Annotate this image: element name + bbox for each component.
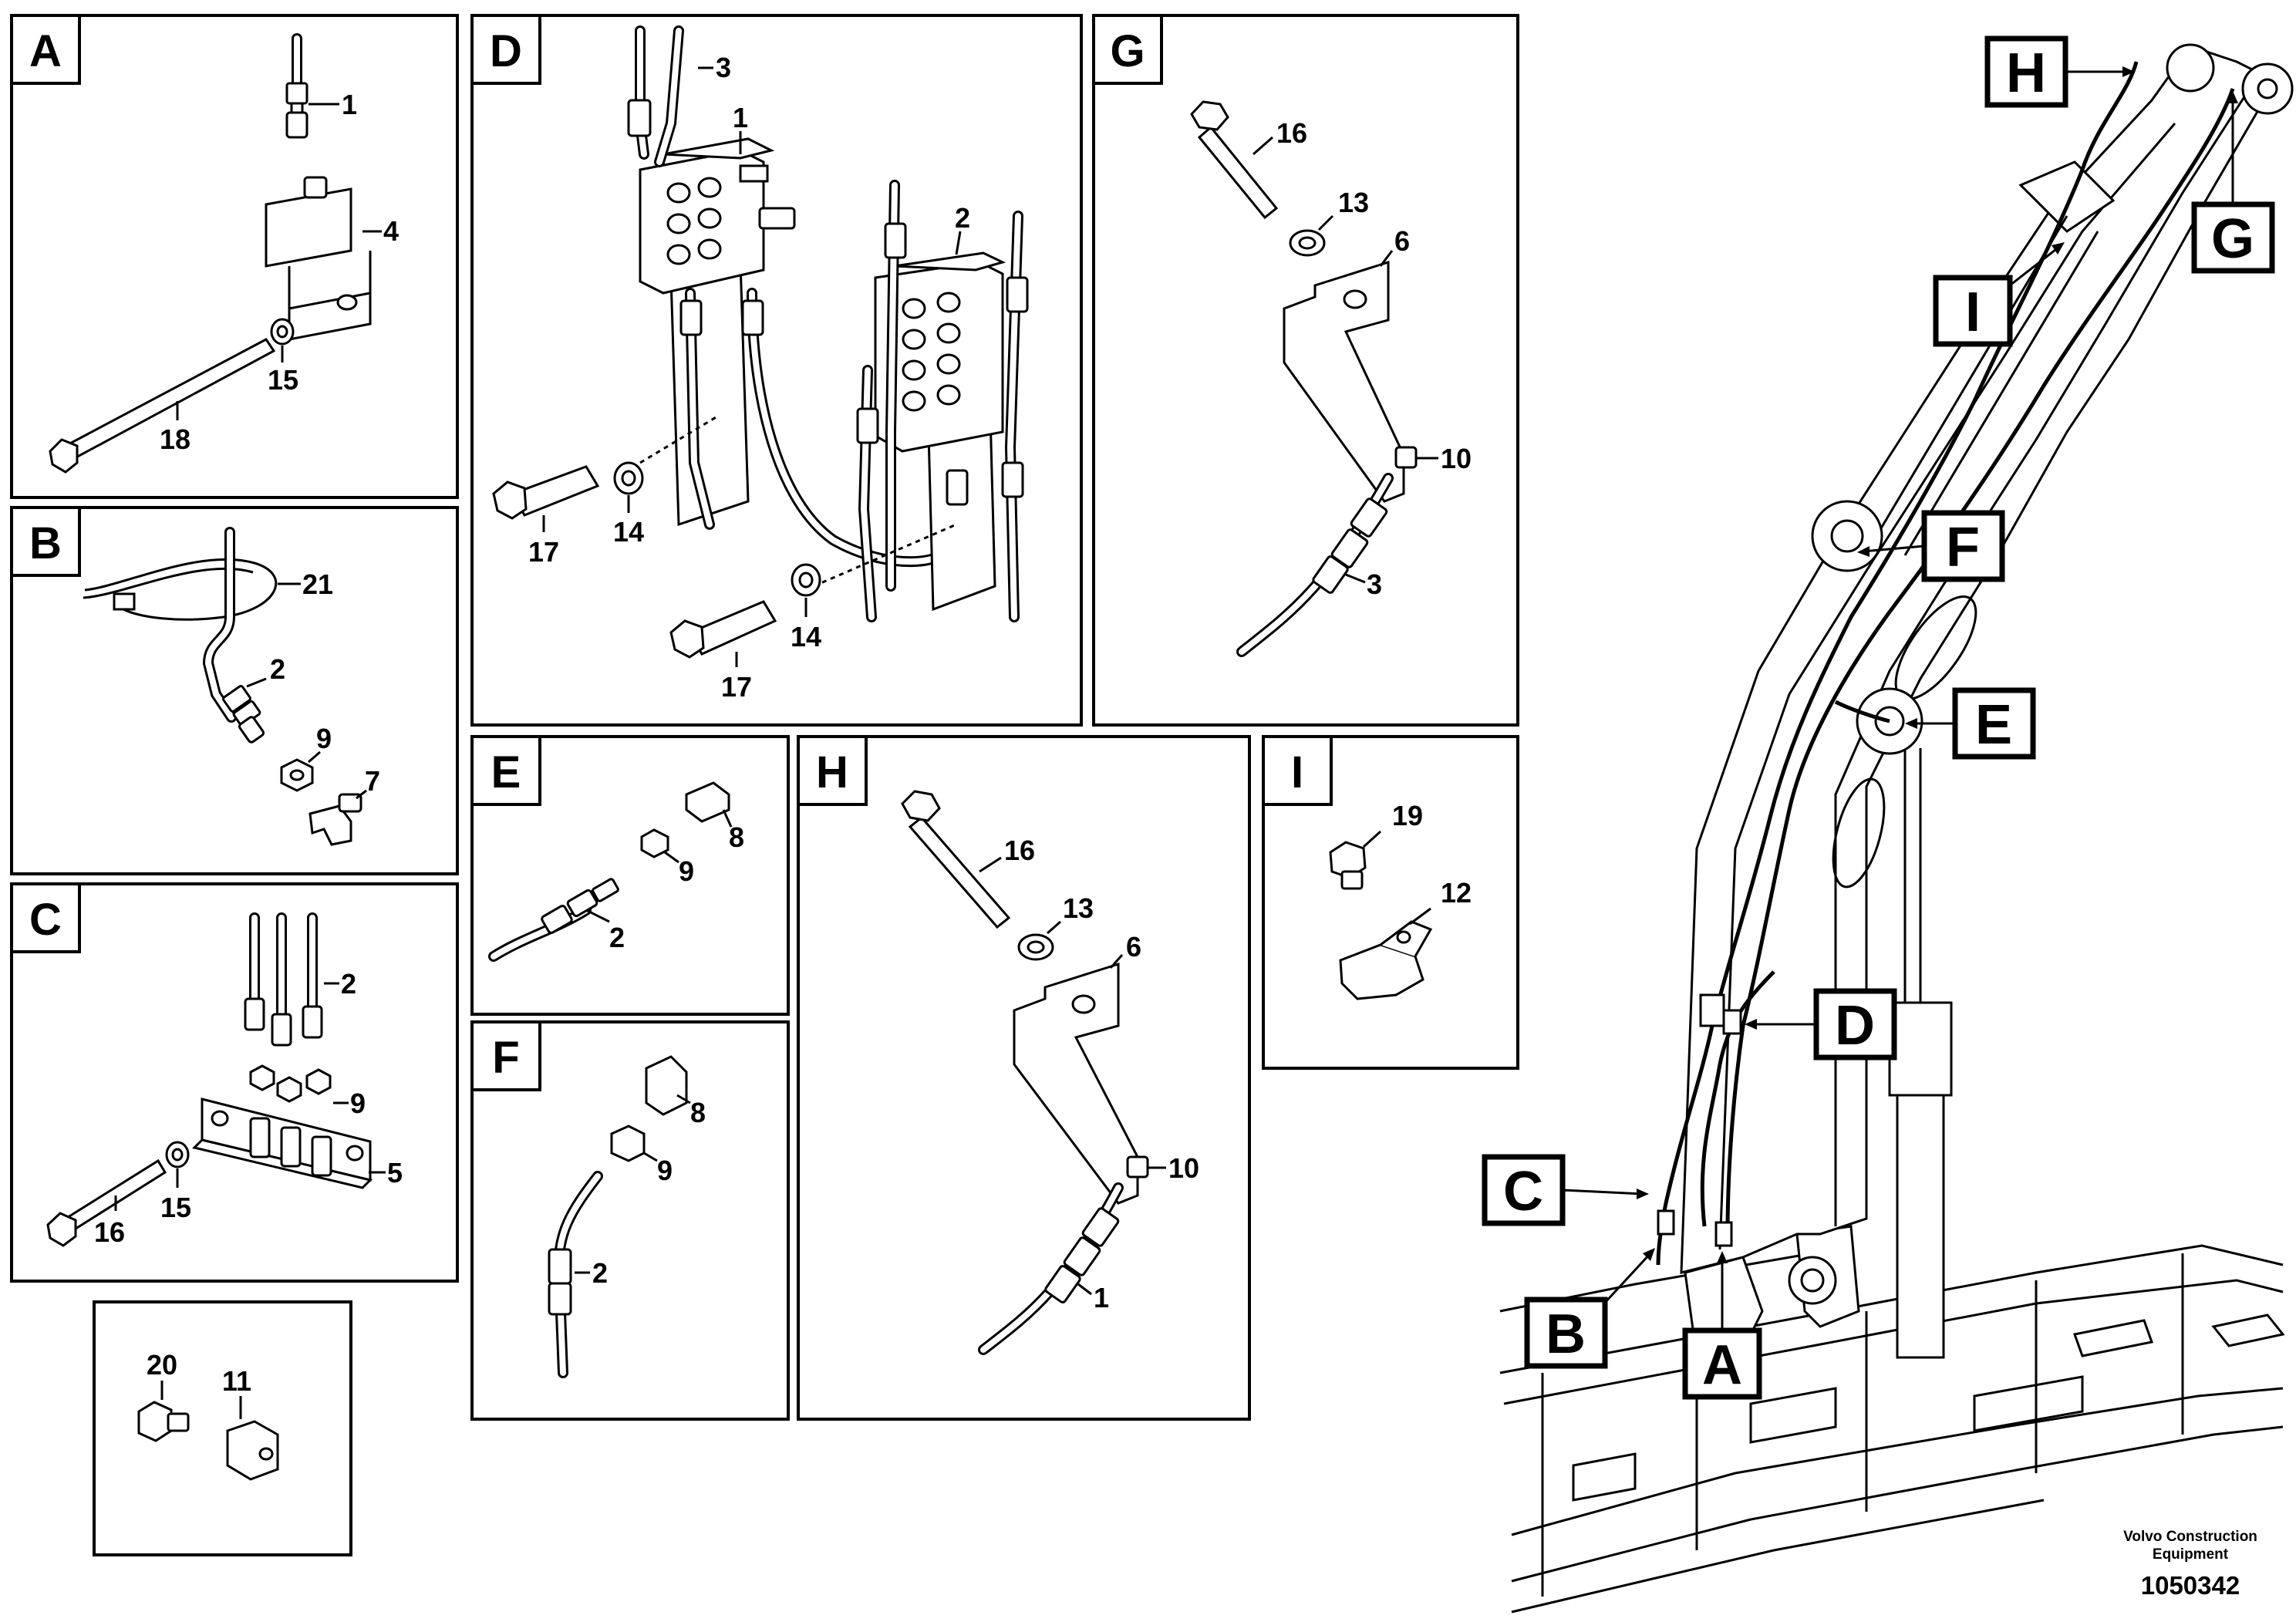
panel-h-tag: H: [816, 747, 848, 798]
panel-i-tag-box: [1262, 735, 1333, 806]
overview-callout-g: G: [2211, 208, 2254, 270]
panel-g-label-3: 3: [1367, 568, 1382, 600]
panel-f-tag-box: [470, 1020, 541, 1091]
panel-a: A 1 4 15 18: [10, 14, 459, 499]
doc-number: 1050342: [2141, 1571, 2240, 1600]
panel-i: I 19 12: [1262, 735, 1519, 1070]
panel-a-label-1: 1: [342, 89, 357, 120]
overview-callout-h: H: [2006, 42, 2046, 104]
overview-leader-c: [1562, 1189, 1644, 1195]
panel-c: C 2 9 5 16 15: [10, 882, 459, 1283]
panel-h-label-10: 10: [1168, 1152, 1199, 1184]
overview-callout-i: I: [1965, 282, 1981, 343]
panel-a-tag: A: [29, 26, 62, 76]
panel-c-label-16: 16: [94, 1216, 125, 1248]
overview-leader-i: [2009, 245, 2060, 287]
panel-b-label-21: 21: [302, 568, 333, 600]
overview-callout-a: A: [1702, 1334, 1742, 1396]
panel-i-label-19: 19: [1392, 800, 1423, 831]
overview-callout-b-box: [1524, 1297, 1608, 1369]
panel-extra-label-20: 20: [147, 1349, 177, 1381]
panel-i-tag: I: [1291, 747, 1303, 798]
panel-e-label-2: 2: [609, 922, 625, 953]
panel-c-label-5: 5: [387, 1157, 403, 1189]
boom: [1680, 43, 2294, 1367]
panel-f-tag: F: [492, 1033, 519, 1083]
panel-f-label-8: 8: [690, 1097, 706, 1128]
panel-c-tag: C: [29, 895, 62, 945]
panel-extra-label-11: 11: [222, 1365, 251, 1397]
panel-b-label-9: 9: [316, 723, 332, 754]
machine-overview: H G I F E D C B: [1482, 35, 2294, 1614]
panel-c-label-2: 2: [341, 968, 356, 1000]
panel-b: B 21 2 9 7: [10, 506, 459, 875]
panel-d-tag-box: [470, 14, 541, 85]
panel-d-label-17b: 17: [721, 671, 752, 703]
panel-d-label-14a: 14: [613, 516, 644, 548]
panel-a-label-15: 15: [268, 364, 298, 396]
panel-e-tag-box: [470, 735, 541, 806]
panel-g-label-16: 16: [1276, 117, 1307, 149]
panel-c-label-15: 15: [160, 1192, 191, 1223]
panel-d-label-3: 3: [716, 52, 731, 83]
panel-g-label-6: 6: [1394, 225, 1410, 257]
panel-e: E 2 9 8: [470, 735, 790, 1016]
panel-f-label-9: 9: [657, 1155, 673, 1186]
panel-d-label-14b: 14: [791, 621, 821, 653]
panel-g-tag: G: [1110, 26, 1145, 76]
panel-h: H 16 13 6 10 1: [797, 735, 1251, 1421]
panel-b-label-2: 2: [270, 653, 285, 685]
overview-callout-c: C: [1503, 1161, 1543, 1222]
panel-f: F 2 9 8: [470, 1020, 790, 1421]
panel-extra-frame: [93, 1300, 352, 1556]
panel-h-label-6: 6: [1126, 931, 1141, 963]
overview-callout-f: F: [1946, 517, 1980, 578]
overview-callout-g-box: [2191, 201, 2275, 274]
brand-line-2: Equipment: [2153, 1546, 2229, 1563]
overview-callout-f-box: [1921, 510, 2005, 582]
panel-d: D 1 3: [470, 14, 1083, 727]
panel-b-tag: B: [29, 518, 62, 568]
panel-d-label-1: 1: [733, 102, 748, 133]
overview-callout-a-box: [1682, 1327, 1762, 1400]
panel-h-label-16: 16: [1004, 835, 1035, 866]
overview-leader-f: [1862, 545, 1925, 553]
panel-c-tag-box: [10, 882, 81, 953]
panel-h-label-1: 1: [1094, 1282, 1109, 1313]
panel-d-label-17a: 17: [528, 536, 559, 568]
overview-callout-e: E: [1975, 694, 2012, 756]
panel-b-label-7: 7: [365, 765, 380, 797]
panel-e-tag: E: [491, 747, 521, 798]
panel-extra: 20 11: [93, 1300, 352, 1556]
panel-a-tag-box: [10, 14, 81, 85]
brand-line-1: Volvo Construction: [2123, 1529, 2257, 1545]
overview-callout-h-box: [1984, 35, 2068, 108]
panel-d-label-2: 2: [955, 202, 970, 234]
panel-a-frame: [10, 14, 459, 499]
overview-callout-d: D: [1835, 995, 1875, 1057]
panel-d-tag: D: [490, 26, 522, 76]
panel-e-label-8: 8: [729, 821, 744, 853]
panel-c-label-9: 9: [350, 1088, 366, 1119]
footer: Volvo Construction Equipment 1050342: [2123, 1529, 2257, 1600]
panel-h-tag-box: [797, 735, 868, 806]
panel-a-label-4: 4: [383, 215, 399, 247]
panel-e-label-9: 9: [679, 855, 694, 887]
overview-callout-b: B: [1546, 1303, 1586, 1365]
panel-g-tag-box: [1092, 14, 1163, 85]
panel-g-label-10: 10: [1441, 443, 1472, 474]
overview-callout-i-box: [1933, 275, 2013, 347]
panel-i-label-12: 12: [1441, 877, 1472, 909]
overview-leader-b: [1603, 1252, 1652, 1305]
panel-g-label-13: 13: [1338, 187, 1369, 218]
panel-a-label-18: 18: [160, 423, 190, 455]
panel-f-label-2: 2: [592, 1257, 608, 1289]
panel-h-label-13: 13: [1063, 892, 1094, 924]
panel-b-tag-box: [10, 506, 81, 577]
panel-g: G 16 13 6 10 3: [1092, 14, 1519, 727]
wiring-harness: [1656, 61, 2235, 1266]
